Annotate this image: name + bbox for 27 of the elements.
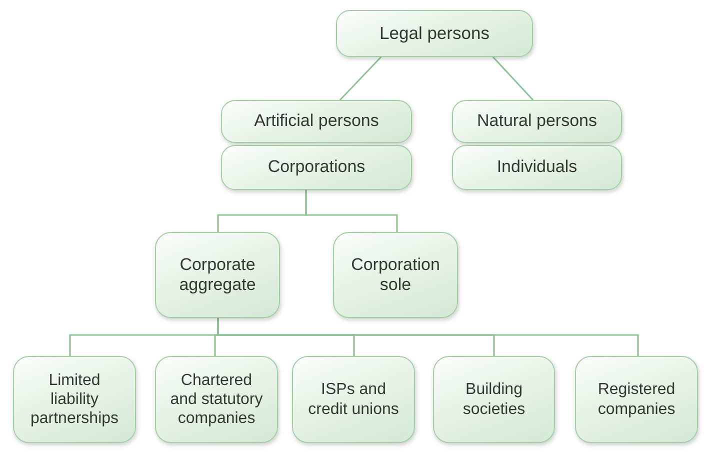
box-label: Corporation sole	[350, 254, 441, 296]
category-box	[433, 356, 555, 443]
category-box	[155, 232, 280, 318]
category-box	[336, 10, 533, 57]
category-box	[452, 100, 622, 143]
box-label: ISPs and credit unions	[307, 380, 400, 419]
category-box	[575, 356, 698, 443]
box-label: Chartered and statutory companies	[169, 370, 264, 428]
box-label: Artificial persons	[254, 111, 379, 132]
connector-line	[339, 56, 382, 101]
box-label: Natural persons	[476, 111, 597, 132]
box-label: Corporations	[268, 157, 366, 178]
category-box	[221, 100, 412, 143]
connector-line	[492, 56, 534, 101]
category-box	[13, 356, 136, 443]
category-box	[452, 145, 622, 190]
box-label: Corporate aggregate	[178, 254, 257, 296]
category-box	[155, 356, 278, 443]
box-label: Limited liability partnerships	[29, 370, 120, 428]
category-box	[221, 145, 412, 190]
category-box	[333, 232, 458, 318]
box-label: Registered companies	[596, 380, 676, 419]
box-label: Building societies	[462, 380, 526, 419]
category-box	[292, 356, 415, 443]
box-label: Legal persons	[380, 23, 490, 44]
connector-line	[305, 190, 398, 232]
box-label: Individuals	[496, 157, 578, 178]
